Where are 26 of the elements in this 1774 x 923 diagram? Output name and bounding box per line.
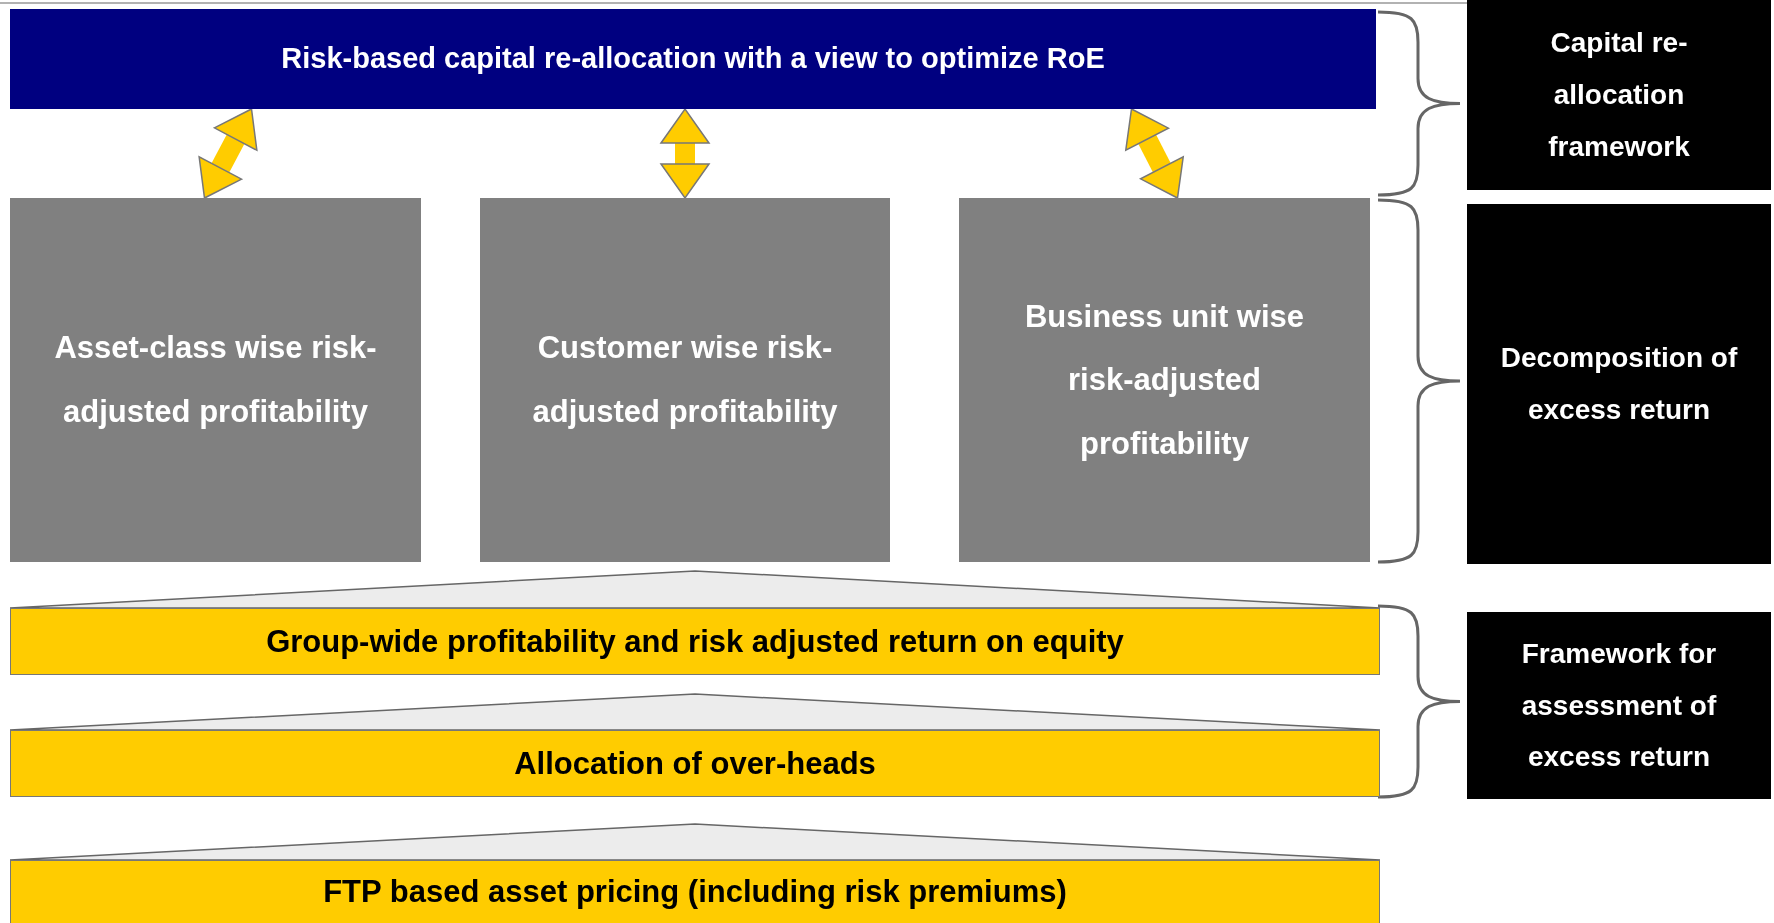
section-box	[1467, 204, 1771, 564]
roof-shape	[9, 693, 1381, 731]
layer-bar	[10, 730, 1380, 797]
box-text: Customer wise risk-adjusted profitability	[531, 329, 839, 431]
box-text: Risk-based capital re-allocation with a view to optimize RoE	[281, 41, 1105, 77]
layer-bar	[10, 860, 1380, 923]
roof-shape	[9, 570, 1381, 609]
roof-shape	[9, 823, 1381, 861]
section-box	[1467, 0, 1771, 190]
category-box	[480, 198, 890, 562]
category-box	[10, 198, 421, 562]
category-box	[959, 198, 1370, 562]
box-text: Allocation of over-heads	[514, 744, 876, 783]
box-text: Decomposition of excess return	[1499, 341, 1739, 427]
box-text: FTP based asset pricing (including risk premiums)	[323, 872, 1067, 911]
box-text: Asset-class wise risk-adjusted profitability	[53, 329, 378, 431]
box-text: Business unit wise risk-adjusted profitability	[1023, 297, 1306, 463]
double-arrow	[198, 108, 258, 199]
box-text: Capital re-allocation framework	[1547, 26, 1691, 164]
box-text: Framework for assessment of excess return	[1520, 636, 1718, 775]
section-box	[1467, 612, 1771, 799]
layer-bar	[10, 608, 1380, 675]
double-arrow	[660, 108, 710, 199]
double-arrow	[1125, 108, 1184, 199]
banner-box	[10, 9, 1376, 109]
box-text: Group-wide profitability and risk adjusted return on equity	[266, 622, 1124, 661]
